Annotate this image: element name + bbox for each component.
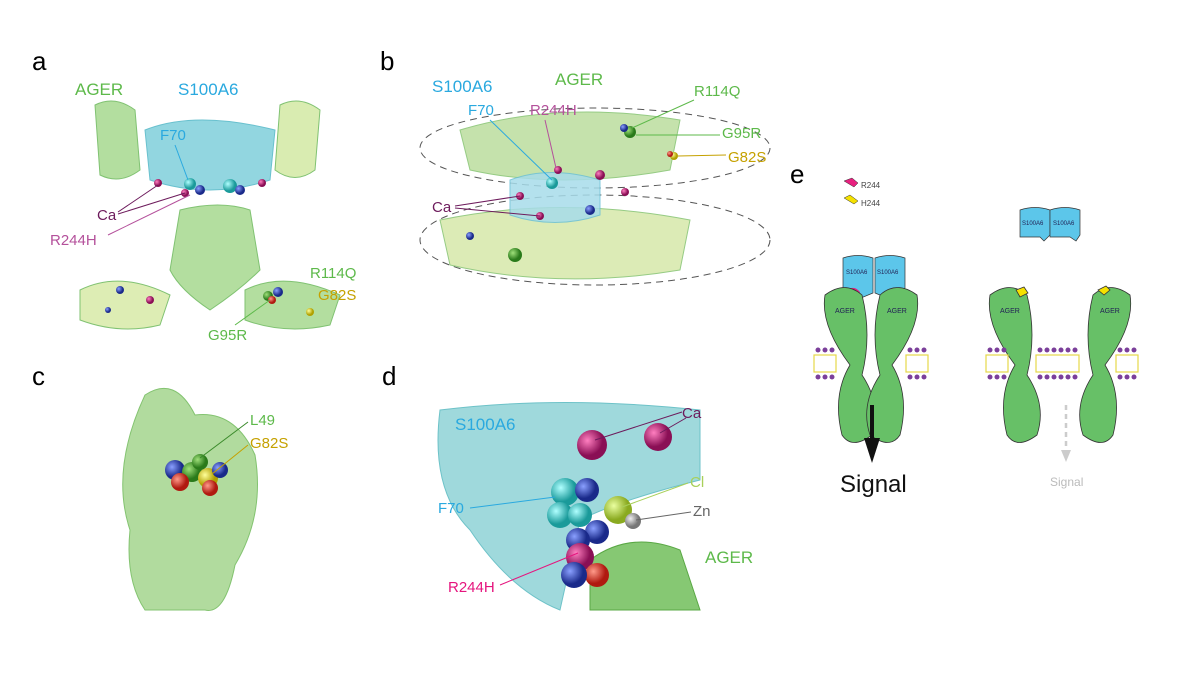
h244-marker xyxy=(1097,285,1111,296)
legend-r244: R244 xyxy=(861,181,881,190)
r244-legend-icon xyxy=(843,177,859,188)
panel-c: c L49 G82S xyxy=(32,361,288,611)
label-g95r: G95R xyxy=(722,125,761,142)
s100a6-dimer-free: S100A6 S100A6 xyxy=(1019,207,1081,242)
leader-line xyxy=(659,417,687,434)
residue-spheres xyxy=(165,454,228,496)
panel-letter: e xyxy=(790,159,804,189)
label-g82s: G82S xyxy=(250,435,288,452)
leader-line xyxy=(199,421,249,459)
panel-b: b S100A6 AGER F70 R244H R114Q G95R G82S … xyxy=(380,46,771,286)
label-ca: Ca xyxy=(432,199,452,216)
leader-line xyxy=(631,99,695,129)
leader-line xyxy=(544,119,557,169)
label-cl: Cl xyxy=(690,474,704,491)
panel-letter: a xyxy=(32,46,47,76)
label-ager: AGER xyxy=(75,80,123,99)
label-l49: L49 xyxy=(250,412,275,429)
label-r244h: R244H xyxy=(530,102,577,119)
ager-label: AGER xyxy=(1000,308,1020,315)
leader-line xyxy=(234,299,271,326)
ager-label: AGER xyxy=(1100,308,1120,315)
label-f70: F70 xyxy=(160,127,186,144)
panel-d: d S100A6 Ca Cl F70 Zn AGER R244H xyxy=(382,361,753,611)
leader-line xyxy=(677,154,727,157)
residue-spheres xyxy=(547,423,672,588)
label-s100a6: S100A6 xyxy=(178,80,239,99)
label-ager: AGER xyxy=(555,70,603,89)
leader-line xyxy=(499,552,579,586)
leader-line xyxy=(174,144,189,181)
label-zn: Zn xyxy=(693,503,711,520)
label-s100a6: S100A6 xyxy=(455,415,516,434)
signal-dashed-arrow-icon xyxy=(1061,405,1071,462)
s100a6-label: S100A6 xyxy=(1022,221,1044,227)
legend-h244: H244 xyxy=(861,199,881,208)
label-s100a6: S100A6 xyxy=(432,77,493,96)
s100a6-label: S100A6 xyxy=(846,270,868,276)
ager-receptor-pair-bound: AGER AGER xyxy=(823,287,919,443)
signal-arrow-icon xyxy=(864,405,880,463)
leader-line xyxy=(117,184,159,213)
label-f70: F70 xyxy=(468,102,494,119)
s100a6-structure xyxy=(144,119,276,191)
leader-line xyxy=(454,207,541,217)
signal-inactive-label: Signal xyxy=(1050,475,1083,489)
label-g82s: G82S xyxy=(728,149,766,166)
ager-structure xyxy=(122,387,258,611)
panel-letter: c xyxy=(32,361,45,391)
membrane-free xyxy=(985,347,1139,380)
signal-active-label: Signal xyxy=(840,471,907,498)
leader-line xyxy=(454,195,521,207)
panel-letter: d xyxy=(382,361,396,391)
ager-receptor-pair-free: AGER AGER xyxy=(988,285,1132,443)
leader-line xyxy=(621,482,689,508)
panel-e: e R244 H244 S100A6 S100A6 AGER AGER xyxy=(790,159,1139,498)
label-ager: AGER xyxy=(705,548,753,567)
s100a6-label: S100A6 xyxy=(1053,221,1075,227)
s100a6-label: S100A6 xyxy=(877,270,899,276)
panel-a: a AGER S100A6 F70 Ca R244H R114Q xyxy=(32,46,356,344)
label-ca: Ca xyxy=(97,207,117,224)
ager-label: AGER xyxy=(887,308,907,315)
ager-structure xyxy=(589,541,701,611)
ager-label: AGER xyxy=(835,308,855,315)
leader-line xyxy=(117,192,186,215)
label-r114q: R114Q xyxy=(310,265,356,282)
label-f70: F70 xyxy=(438,500,464,517)
s100a6-structure xyxy=(509,172,601,223)
leader-line xyxy=(594,411,683,441)
leader-line xyxy=(635,511,692,521)
label-r114q: R114Q xyxy=(694,83,740,100)
leader-line xyxy=(211,444,249,475)
label-r244h: R244H xyxy=(448,579,495,596)
residue-spheres xyxy=(466,124,678,262)
label-ca: Ca xyxy=(682,405,702,422)
label-g82s: G82S xyxy=(318,287,356,304)
membrane-bound xyxy=(813,347,929,380)
label-g95r: G95R xyxy=(208,327,247,344)
leader-line xyxy=(107,194,191,236)
h244-marker xyxy=(1015,286,1029,298)
h244-legend-icon xyxy=(843,194,859,205)
leader-line xyxy=(489,119,553,181)
panel-letter: b xyxy=(380,46,394,76)
leader-line xyxy=(469,496,556,509)
label-r244h: R244H xyxy=(50,232,97,249)
